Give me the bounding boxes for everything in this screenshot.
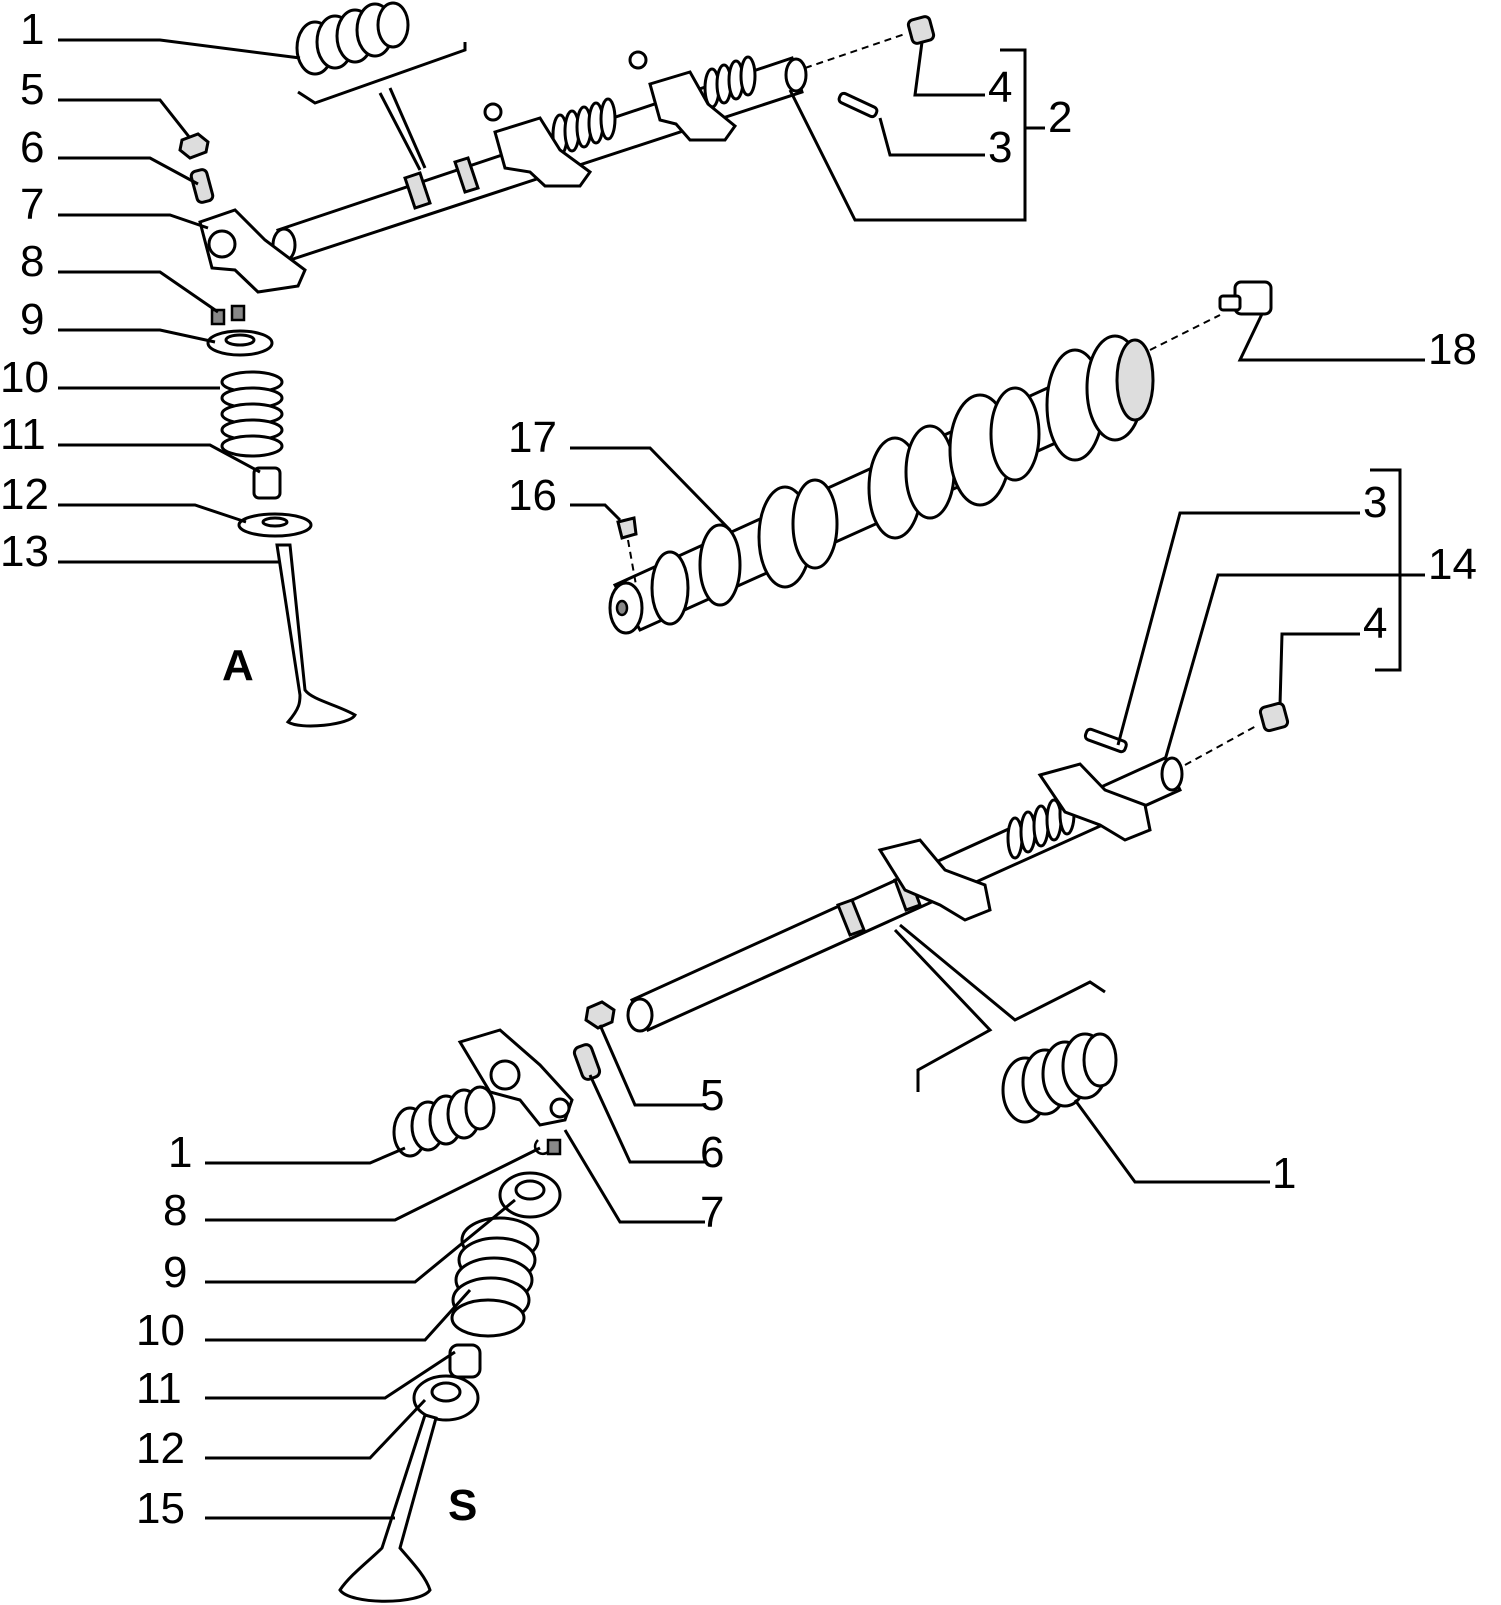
label-3-top-right: 3 bbox=[988, 123, 1012, 172]
label-10-top: 10 bbox=[0, 353, 49, 402]
label-8-top: 8 bbox=[20, 237, 44, 286]
valve-spring-10-bottom bbox=[450, 1216, 540, 1338]
spring-1-top bbox=[295, 1, 410, 76]
label-9-bottom: 9 bbox=[163, 1248, 187, 1297]
label-12-bottom: 12 bbox=[136, 1424, 185, 1473]
valve-15-bottom bbox=[338, 1413, 438, 1603]
label-1-bottom-left: 1 bbox=[168, 1128, 192, 1177]
screw-6-bottom bbox=[572, 1043, 602, 1081]
label-1-right: 1 bbox=[1272, 1149, 1296, 1198]
plug-4-top bbox=[906, 15, 936, 45]
valve-seal-11-top bbox=[252, 466, 282, 500]
plug-4-right bbox=[1258, 701, 1290, 733]
label-18: 18 bbox=[1428, 325, 1477, 374]
valve-spring-10-top bbox=[220, 370, 284, 458]
spring-1-right bbox=[1001, 1032, 1118, 1124]
label-16: 16 bbox=[508, 471, 557, 520]
pin-3-top bbox=[837, 91, 879, 119]
label-7-top: 7 bbox=[20, 180, 44, 229]
label-intake-letter: A bbox=[222, 641, 254, 690]
label-5-top: 5 bbox=[20, 65, 44, 114]
label-10-bottom: 10 bbox=[136, 1306, 185, 1355]
label-4-right: 4 bbox=[1363, 599, 1387, 648]
key-16 bbox=[616, 516, 638, 540]
label-2: 2 bbox=[1048, 93, 1072, 142]
label-15: 15 bbox=[136, 1484, 185, 1533]
label-6-top: 6 bbox=[20, 123, 44, 172]
exhaust-rocker-shaft bbox=[626, 756, 1184, 1033]
keeper-8-bottom bbox=[533, 1139, 549, 1156]
label-14: 14 bbox=[1428, 540, 1477, 589]
label-11-top: 11 bbox=[0, 410, 46, 459]
spring-1-bottom-left bbox=[392, 1085, 496, 1158]
valve-seal-11-bottom bbox=[448, 1343, 482, 1379]
nut-5-bottom bbox=[584, 1000, 616, 1030]
label-6-bottom: 6 bbox=[700, 1128, 724, 1177]
label-exhaust-letter: S bbox=[448, 1481, 477, 1530]
bolt-18 bbox=[1218, 280, 1273, 316]
label-4-top-right: 4 bbox=[988, 63, 1012, 112]
label-3-right: 3 bbox=[1363, 478, 1387, 527]
screw-6-top bbox=[189, 168, 215, 204]
label-9-top: 9 bbox=[20, 295, 44, 344]
label-1-top: 1 bbox=[20, 5, 44, 54]
camshaft-17 bbox=[608, 334, 1155, 635]
label-7-bottom: 7 bbox=[700, 1188, 724, 1237]
label-17: 17 bbox=[508, 413, 557, 462]
pin-3-right bbox=[1083, 727, 1128, 754]
label-13-top: 13 bbox=[0, 527, 49, 576]
label-8-bottom: 8 bbox=[163, 1186, 187, 1235]
label-5-bottom: 5 bbox=[700, 1071, 724, 1120]
label-12-top: 12 bbox=[0, 470, 49, 519]
nut-5-top bbox=[178, 132, 210, 160]
keeper-8-top bbox=[210, 308, 226, 326]
valve-13-top bbox=[275, 543, 357, 728]
label-11-bottom: 11 bbox=[136, 1364, 182, 1413]
intake-rocker-shaft bbox=[271, 50, 808, 263]
shaft-spring-b bbox=[703, 55, 757, 109]
